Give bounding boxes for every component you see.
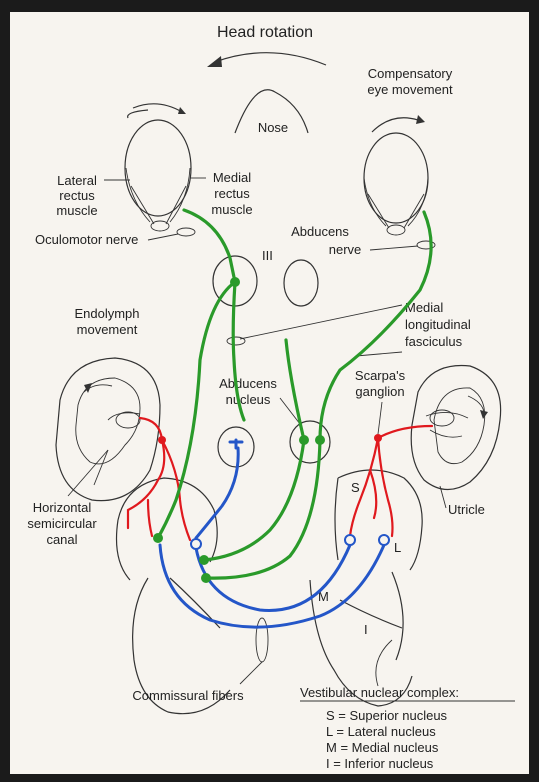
left-vestibular-complex (117, 478, 231, 714)
right-vestibular-afferents (350, 426, 432, 536)
inhibitory-pathway (160, 440, 389, 627)
commissural-fibers-label: Commissural fibers (132, 688, 244, 703)
compensatory-label-line1: Compensatory (368, 66, 453, 81)
head-rotation-label: Head rotation (217, 24, 313, 41)
head-rotation-arrowhead (207, 56, 222, 67)
left-eye (125, 104, 191, 231)
vnc-title: Vestibular nuclear complex: (300, 685, 459, 700)
scarpa-label-2: ganglion (355, 384, 404, 399)
mlf-label-3: fasciculus (405, 334, 463, 349)
compensatory-label-line2: eye movement (367, 82, 453, 97)
abducens-nerve-pointer (370, 246, 418, 250)
contralateral-oculomotor-nucleus-outline (284, 260, 318, 306)
oculomotor-nerve-pointer (148, 234, 178, 240)
nucleus-iii-label: III (262, 248, 273, 263)
abducens-nucleus-label-2: nucleus (226, 392, 271, 407)
medial-rectus-label-3: muscle (211, 202, 252, 217)
mlf-ring-left (227, 337, 245, 345)
utricle-label: Utricle (448, 502, 485, 517)
horizontal-canal-label-2: semicircular (27, 516, 97, 531)
abducens-nucleus-label-1: Abducens (219, 376, 277, 391)
horizontal-canal-label-1: Horizontal (33, 500, 92, 515)
endolymph-label-1: Endolymph (74, 306, 139, 321)
medial-rectus-label-2: rectus (214, 186, 250, 201)
right-vestibular-complex (310, 470, 422, 706)
lateral-rectus-label-3: muscle (56, 203, 97, 218)
commissural-fibers-ring (256, 618, 268, 662)
scarpa-label-1: Scarpa's (355, 368, 406, 383)
inferior-nucleus-letter: I (364, 622, 368, 637)
lateral-nucleus-letter: L (394, 540, 401, 555)
medial-rectus-label-1: Medial (213, 170, 251, 185)
endolymph-label-2: movement (77, 322, 138, 337)
right-utricle (411, 366, 500, 490)
vnc-pointer (376, 640, 392, 686)
abducens-nerve-label-2: nerve (329, 242, 362, 257)
left-horizontal-canal (56, 358, 160, 501)
abducens-nerve-label-1: Abducens (291, 224, 349, 239)
legend-inferior: I = Inferior nucleus (326, 756, 434, 771)
right-eye (364, 115, 428, 235)
commissural-fibers-pointer (240, 662, 262, 684)
oculomotor-nerve-label: Oculomotor nerve (35, 232, 138, 247)
legend-superior: S = Superior nucleus (326, 708, 448, 723)
superior-nucleus-letter: S (351, 480, 360, 495)
mlf-label-2: longitudinal (405, 317, 471, 332)
legend-medial: M = Medial nucleus (326, 740, 439, 755)
legend-lateral: L = Lateral nucleus (326, 724, 436, 739)
head-rotation-arrow (215, 53, 326, 65)
scarpa-pointer (378, 402, 382, 434)
horizontal-canal-pointer (68, 450, 108, 496)
nose-label: Nose (258, 120, 288, 135)
mlf-pointer (240, 305, 402, 339)
lateral-rectus-label-2: rectus (59, 188, 95, 203)
oculomotor-nerve-ring (177, 228, 195, 236)
horizontal-canal-label-3: canal (46, 532, 77, 547)
lateral-rectus-label-1: Lateral (57, 173, 97, 188)
